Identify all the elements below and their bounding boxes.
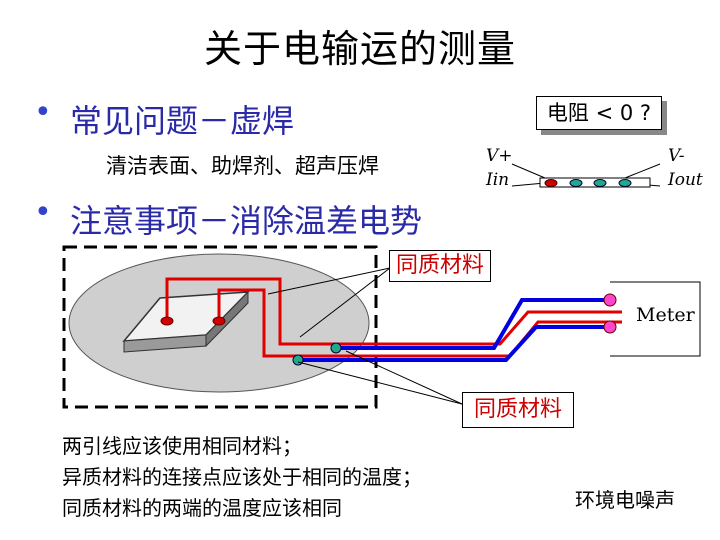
bullet-dot-icon: •: [34, 195, 52, 230]
red-wire-outer: [165, 277, 622, 346]
meter-label: Meter: [636, 304, 695, 326]
meter-bracket: [610, 281, 701, 357]
junction-dot: [292, 354, 304, 366]
meter-terminal-dot: [603, 293, 617, 307]
label-v-plus: V+: [486, 146, 513, 166]
probe-dot: [593, 179, 607, 187]
label-i-out: Iout: [668, 170, 703, 190]
red-wire-inner: [217, 288, 622, 358]
probe-lead: [511, 163, 546, 179]
label-i-in: Iin: [486, 170, 510, 190]
sample-plate-side: [205, 290, 249, 348]
bullet-dot-icon: •: [34, 95, 52, 130]
probe-lead: [624, 163, 661, 179]
probe-dot: [569, 179, 583, 187]
meter-terminal-dot: [603, 320, 617, 334]
callout-line: [299, 267, 391, 338]
page-title: 关于电输运的测量: [203, 27, 516, 71]
callout-line: [345, 350, 463, 405]
dashed-boundary: [62, 245, 378, 409]
section-detail-remedies: 清洁表面、助焊剂、超声压焊: [106, 154, 379, 178]
resistance-question-box: 电阻 < 0 ?: [536, 96, 662, 130]
note-item: 两引线应该使用相同材料；: [62, 434, 302, 458]
blue-wire-lower: [298, 325, 610, 362]
section-heading-false-solder: 常见问题－虚焊: [70, 102, 295, 140]
blue-wire-upper: [336, 298, 610, 350]
probe-dot: [544, 179, 558, 187]
callout-same-material-top: 同质材料: [389, 250, 491, 282]
junction-dot: [330, 342, 342, 354]
callout-line: [267, 267, 391, 295]
notes-list: 两引线应该使用相同材料； 异质材料的连接点应该处于相同的温度； 同质材料的两端的…: [62, 431, 422, 524]
environment-noise-label: 环境电噪声: [575, 488, 675, 512]
callout-line: [297, 361, 463, 405]
contact-dot: [212, 316, 226, 326]
label-v-minus: V-: [668, 146, 685, 166]
callout-same-material-bottom: 同质材料: [462, 392, 574, 428]
contact-dot: [160, 316, 174, 326]
section-heading-thermoelectric: 注意事项－消除温差电势: [70, 202, 423, 240]
probe-dot: [618, 179, 632, 187]
note-item: 异质材料的连接点应该处于相同的温度；: [62, 465, 422, 489]
note-item: 同质材料的两端的温度应该相同: [62, 496, 342, 520]
